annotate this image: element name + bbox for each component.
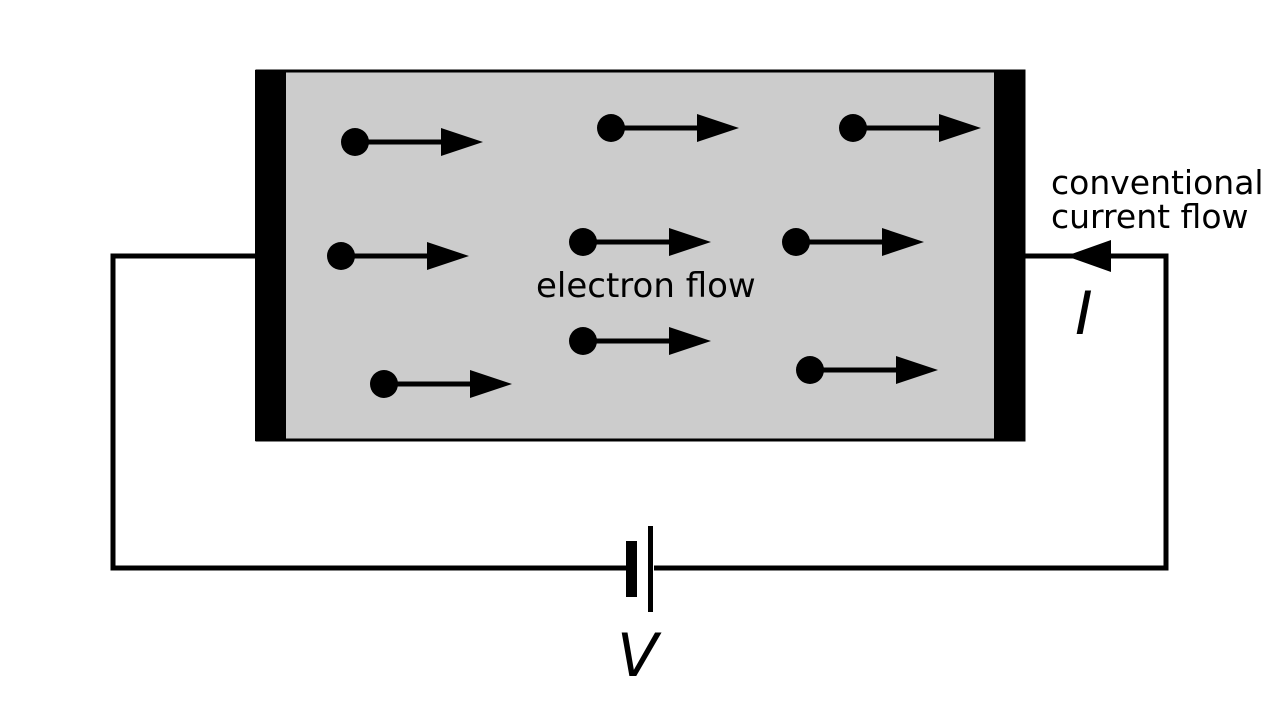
electron (839, 114, 981, 142)
electron-flow-label: electron flow (536, 266, 756, 306)
electron-arrow-head (669, 327, 711, 355)
electron-arrow-head (697, 114, 739, 142)
electron-arrow-head (882, 228, 924, 256)
electron-arrow-head (669, 228, 711, 256)
electron (569, 327, 711, 355)
right-electrode (994, 70, 1025, 441)
battery-positive-plate (648, 526, 653, 612)
conventional-current-label-line1: conventional (1051, 163, 1264, 202)
current-symbol-label: I (1075, 279, 1093, 349)
battery-symbol (626, 526, 653, 612)
electron-dot (327, 242, 355, 270)
electron-dot (569, 228, 597, 256)
circuit-wire-left (110, 253, 626, 571)
electron (341, 128, 483, 156)
electron (370, 370, 512, 398)
left-electrode (255, 70, 286, 441)
electron-dot (597, 114, 625, 142)
electron-arrow-head (470, 370, 512, 398)
electron-dot (839, 114, 867, 142)
electron-group (327, 114, 981, 398)
electron-arrow-head (896, 356, 938, 384)
electron-dot (341, 128, 369, 156)
conventional-current-label-line2: current flow (1051, 197, 1249, 236)
electron-arrow-head (939, 114, 981, 142)
electron (327, 242, 469, 270)
battery-negative-plate (626, 541, 637, 597)
electron-dot (796, 356, 824, 384)
electron-dot (370, 370, 398, 398)
electron (782, 228, 924, 256)
voltage-symbol-label: V (617, 621, 662, 691)
current-arrow-head (1066, 240, 1111, 272)
electron (597, 114, 739, 142)
electron-dot (782, 228, 810, 256)
electron-arrow-head (441, 128, 483, 156)
electron-dot (569, 327, 597, 355)
electron (569, 228, 711, 256)
electron-arrow-head (427, 242, 469, 270)
electron (796, 356, 938, 384)
